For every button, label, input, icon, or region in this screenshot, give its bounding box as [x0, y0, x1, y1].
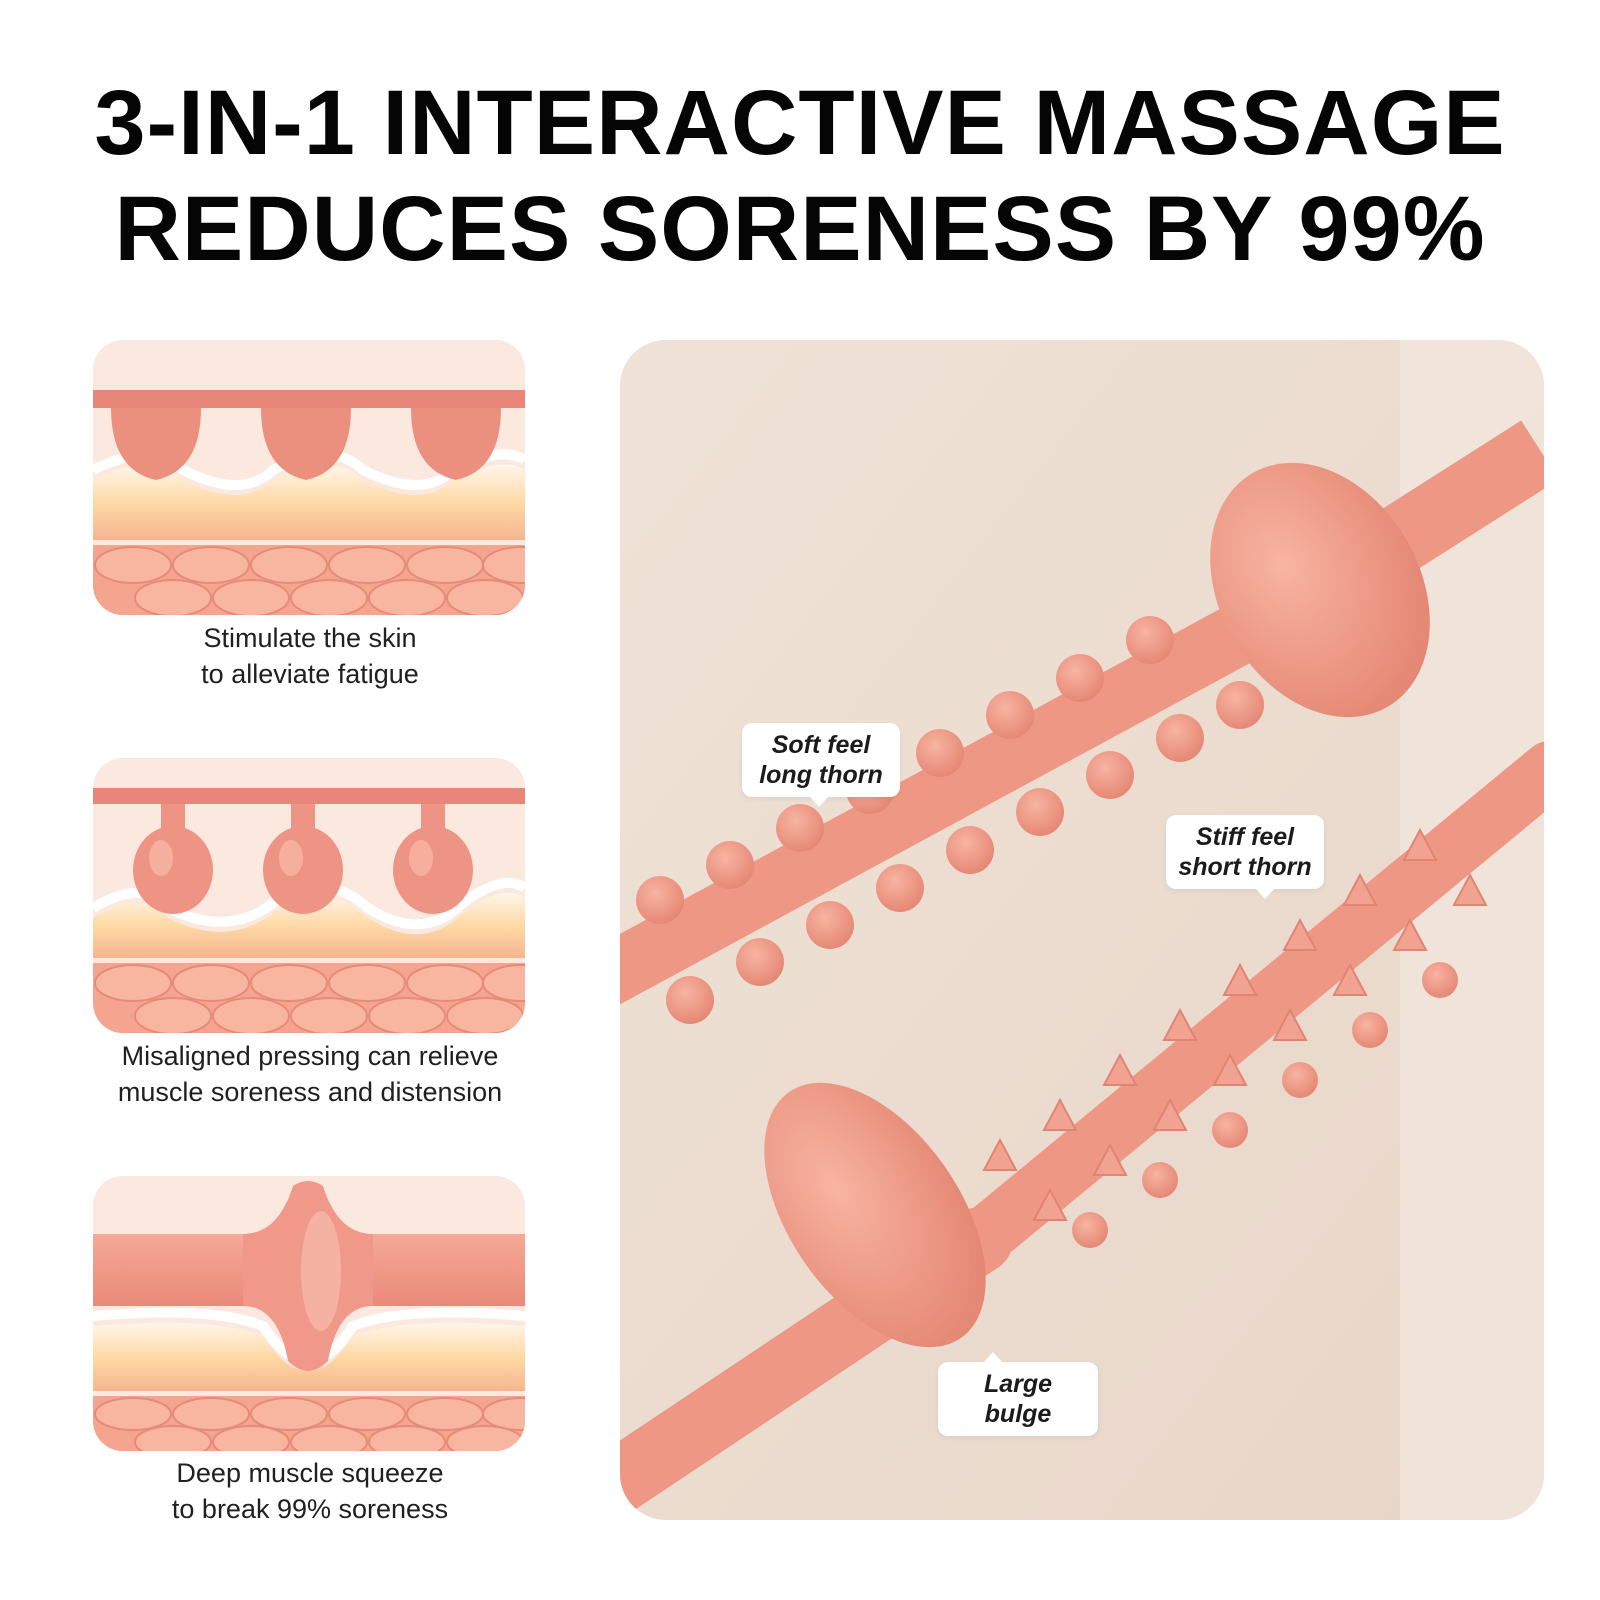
- callout-line-1: Large: [983, 1370, 1053, 1398]
- callout-line-2: bulge: [984, 1400, 1052, 1428]
- feature-illustration-stimulate-skin: [93, 340, 525, 615]
- callout-large-bulge: Large bulge: [938, 1352, 1098, 1436]
- product-photo: [620, 340, 1544, 1520]
- feature-caption-deep-squeeze: Deep muscle squeeze to break 99% sorenes…: [40, 1455, 580, 1527]
- massage-stick-image: [620, 340, 1544, 1520]
- caption-line-1: Deep muscle squeeze: [176, 1458, 444, 1488]
- callout-line-1: Soft feel: [771, 731, 871, 759]
- feature-illustration-misaligned-pressing: [93, 758, 525, 1033]
- callout-soft-long-thorn: Soft feel long thorn: [742, 723, 900, 807]
- skin-bump-diagram: [93, 340, 525, 615]
- caption-line-2: muscle soreness and distension: [117, 1077, 503, 1107]
- feature-caption-misaligned-pressing: Misaligned pressing can relieve muscle s…: [40, 1038, 580, 1110]
- callout-line-2: short thorn: [1178, 853, 1312, 881]
- long-thorn-diagram: [93, 758, 525, 1033]
- headline-line-1: 3-IN-1 INTERACTIVE MASSAGE: [94, 72, 1506, 174]
- caption-line-1: Misaligned pressing can relieve: [121, 1041, 499, 1071]
- callout-stiff-short-thorn: Stiff feel short thorn: [1166, 815, 1324, 899]
- feature-illustration-deep-squeeze: [93, 1176, 525, 1451]
- feature-caption-stimulate-skin: Stimulate the skin to alleviate fatigue: [40, 620, 580, 692]
- headline: 3-IN-1 INTERACTIVE MASSAGE REDUCES SOREN…: [0, 70, 1600, 282]
- large-bulge-diagram: [93, 1176, 525, 1451]
- caption-line-1: Stimulate the skin: [203, 623, 417, 653]
- caption-line-2: to alleviate fatigue: [201, 659, 419, 689]
- callout-line-1: Stiff feel: [1195, 823, 1295, 851]
- long-thorn-stick: [620, 420, 1544, 1024]
- caption-line-2: to break 99% soreness: [171, 1494, 449, 1524]
- callout-line-2: long thorn: [759, 761, 883, 789]
- headline-line-2: REDUCES SORENESS BY 99%: [114, 178, 1486, 280]
- short-thorn-stick: [620, 741, 1544, 1513]
